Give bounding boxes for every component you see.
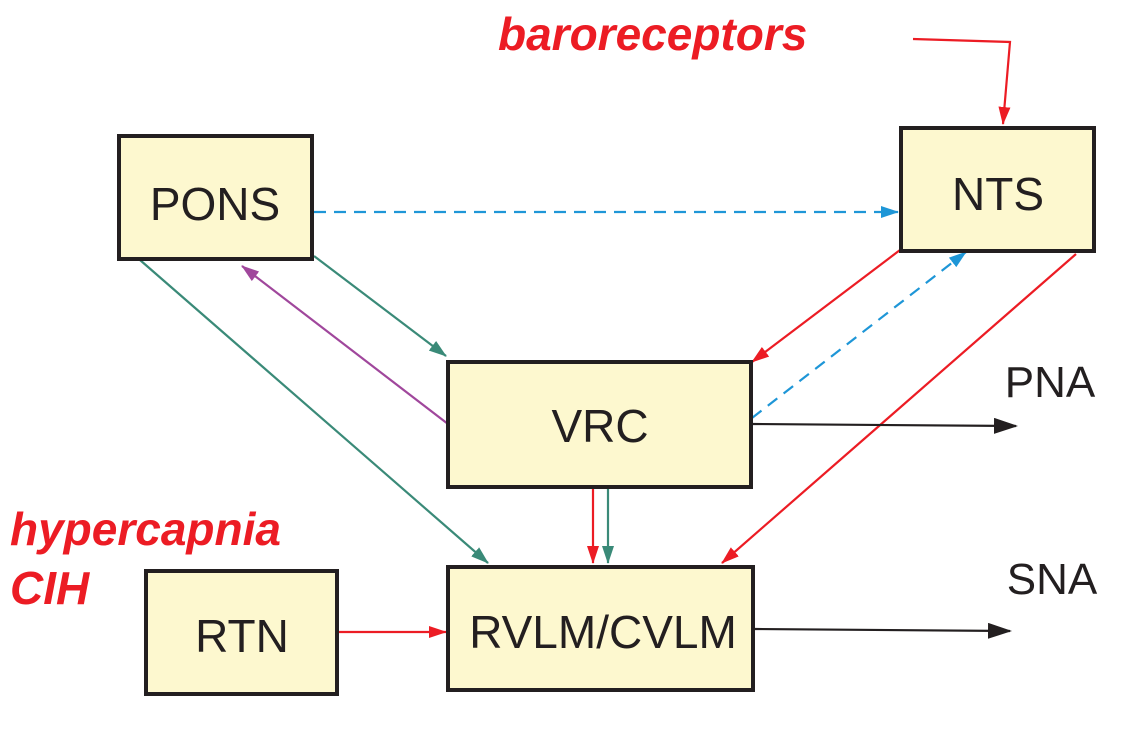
edges	[139, 37, 1077, 639]
edge-nts-to-vrc	[751, 249, 901, 363]
node-pons-label: PONS	[150, 178, 280, 230]
node-rtn-label: RTN	[195, 610, 289, 662]
edge-baroreceptors-to-nts	[912, 37, 1012, 125]
edge-nts-to-rvlm	[721, 253, 1077, 564]
input-cih-label: CIH	[10, 562, 90, 614]
edge-rvlm-to-sna	[754, 622, 1012, 639]
input-baroreceptors-label: baroreceptors	[498, 8, 807, 60]
node-rvlm-cvlm: RVLM/CVLM	[446, 565, 755, 692]
node-rtn: RTN	[144, 569, 339, 696]
edge-vrc-to-pna	[751, 417, 1018, 434]
node-rvlm-cvlm-label: RVLM/CVLM	[469, 606, 737, 658]
edge-vrc-to-nts	[751, 251, 967, 419]
node-vrc: VRC	[446, 360, 753, 489]
node-nts: NTS	[899, 126, 1096, 253]
output-pna-label: PNA	[1005, 358, 1096, 407]
node-pons: PONS	[117, 134, 314, 261]
node-nts-label: NTS	[952, 168, 1044, 220]
edge-pons-to-vrc	[313, 255, 447, 357]
output-sna-label: SNA	[1007, 555, 1098, 604]
node-vrc-label: VRC	[551, 400, 648, 452]
edge-pons-to-rvlm	[139, 259, 489, 564]
edge-vrc-to-pons	[241, 265, 449, 425]
input-hypercapnia-label: hypercapnia	[10, 503, 281, 555]
